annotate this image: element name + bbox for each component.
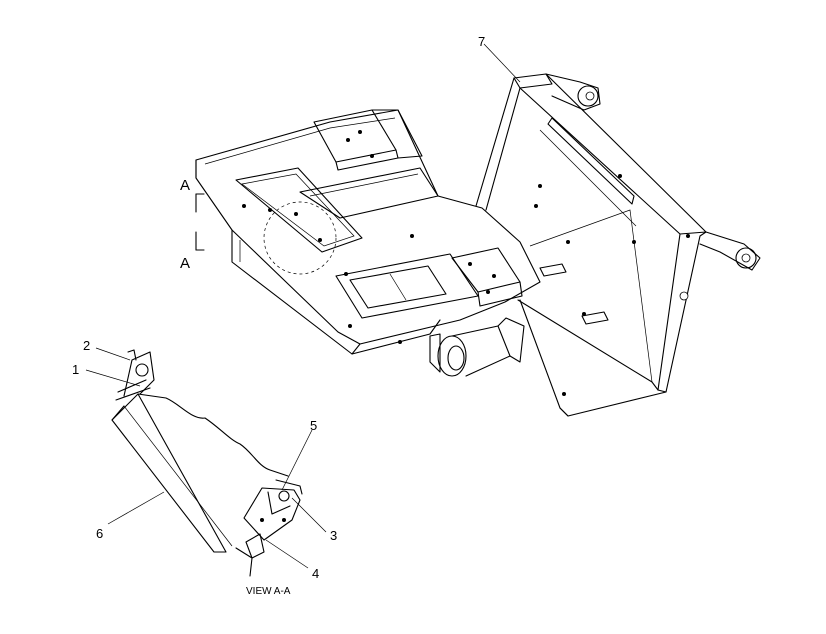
section-marker: A A (180, 177, 205, 272)
section-detail-circle (263, 201, 337, 275)
floor-slot-1 (539, 263, 567, 277)
callout-5: 5 (310, 418, 317, 433)
frame-assembly (195, 73, 761, 417)
section-label-top: A (180, 177, 190, 194)
callout-4: 4 (312, 566, 319, 581)
callout-7: 7 (478, 34, 485, 49)
side-pivot-bracket (699, 231, 761, 271)
callout-1: 1 (72, 362, 79, 377)
section-label-bottom: A (180, 255, 190, 272)
platform-step (299, 167, 439, 219)
floor-slot-2 (581, 311, 609, 325)
pivot-hub (429, 317, 525, 377)
callout-6: 6 (96, 526, 103, 541)
center-window (349, 265, 447, 309)
top-pivot-bracket (545, 73, 601, 111)
view-a-a-detail (111, 349, 303, 577)
right-mount-block (451, 247, 521, 293)
platform-top-outline (195, 109, 541, 345)
lower-bracket (235, 479, 303, 577)
cover-plate (111, 393, 227, 553)
platform-left-wall (231, 229, 361, 355)
callout-2: 2 (83, 338, 90, 353)
callout-leaders (85, 43, 521, 569)
upper-bracket (115, 349, 155, 401)
right-box-frame (475, 73, 707, 417)
platform-opening-left (235, 167, 363, 253)
view-caption: VIEW A-A (246, 586, 291, 597)
fastener-dots (242, 130, 690, 396)
callout-3: 3 (330, 528, 337, 543)
center-plate (335, 253, 479, 319)
